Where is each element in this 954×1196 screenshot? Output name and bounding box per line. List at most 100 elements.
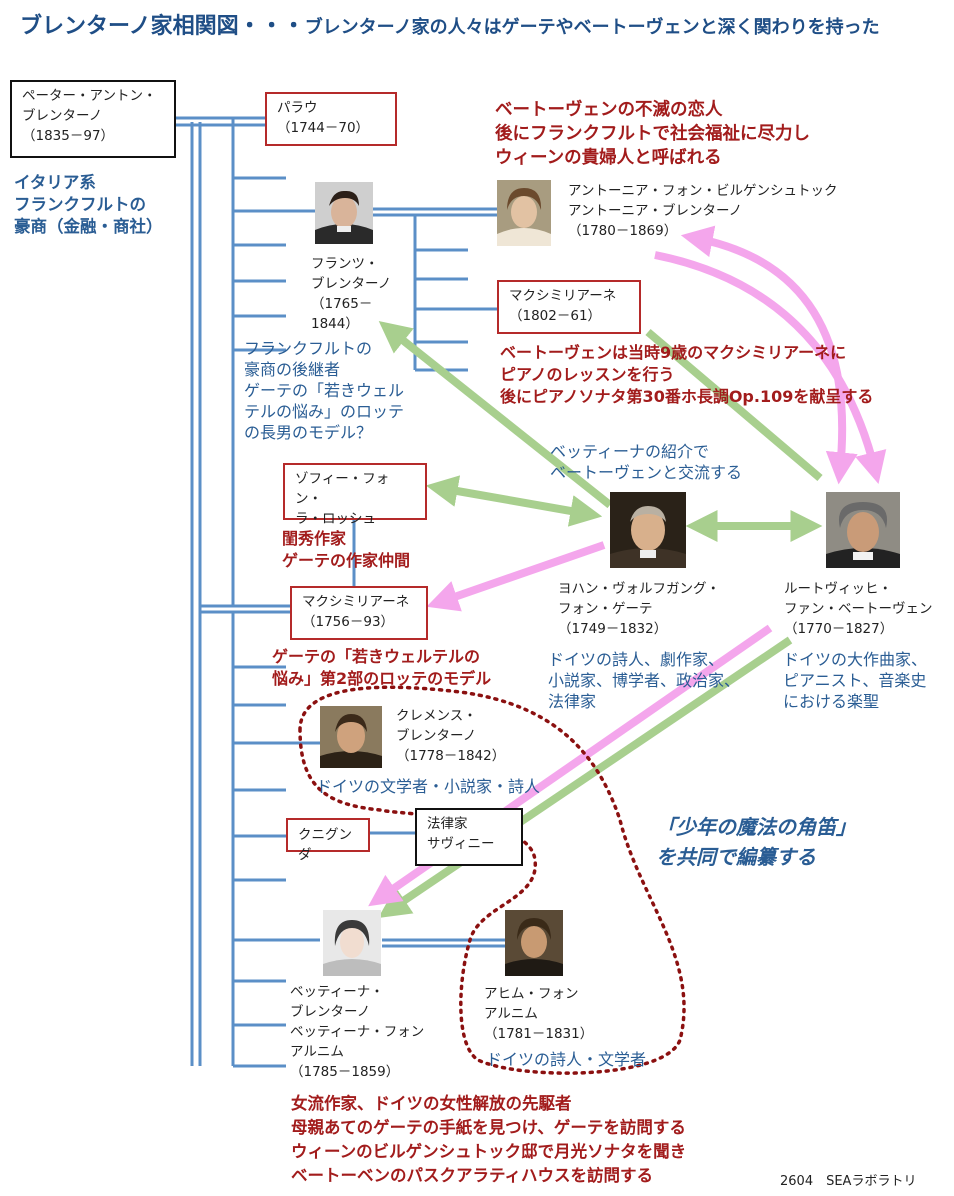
note-wunderhorn: 「少年の魔法の角笛」 を共同で編纂する xyxy=(656,812,856,872)
pink-arrows xyxy=(368,225,887,907)
bettina-line-4: アルニム xyxy=(290,1044,344,1060)
note-bettina-intro: ベッティーナの紹介で ベートーヴェンと交流する xyxy=(550,441,742,483)
bettina-note-line-2: 母親あてのゲーテの手紙を見つけ、ゲーテを訪問する xyxy=(291,1118,686,1137)
franz-line-1: フランツ・ xyxy=(311,256,379,272)
savigny-line-1: 法律家 xyxy=(427,816,468,832)
antonia-note-line-3: ウィーンの貴婦人と呼ばれる xyxy=(495,148,722,168)
maxi-young-line-1: マクシミリアーネ xyxy=(509,288,617,304)
portrait-achim xyxy=(505,910,563,976)
label-bettina: ベッティーナ・ ブレンターノ ベッティーナ・フォン アルニム （1785－185… xyxy=(290,982,424,1082)
antonia-line-3: （1780－1869） xyxy=(568,223,678,239)
achim-line-3: （1781－1831） xyxy=(484,1026,594,1042)
beethoven-line-1: ルートヴィッヒ・ xyxy=(784,581,892,597)
wunderhorn-line-2: を共同で編纂する xyxy=(656,845,816,869)
franz-note-line-2: 豪商の後継者 xyxy=(244,360,341,379)
clemens-line-3: （1778－1842） xyxy=(396,748,506,764)
clemens-line-1: クレメンス・ xyxy=(396,708,477,724)
note-beethoven: ドイツの大作曲家、 ピアニスト、音楽史 における楽聖 xyxy=(783,649,927,712)
paula-line-1: パラウ xyxy=(277,100,318,116)
italian-line-3: 豪商（金融・商社） xyxy=(14,217,163,236)
person-box-savigny: 法律家 サヴィニー xyxy=(415,808,523,866)
peter-line-3: （1835－97） xyxy=(22,128,115,144)
person-box-kunigunde: クニグンダ xyxy=(286,818,370,863)
portrait-antonia xyxy=(497,180,551,246)
note-bettina: 女流作家、ドイツの女性解放の先駆者 母親あてのゲーテの手紙を見つけ、ゲーテを訪問… xyxy=(291,1092,686,1188)
goethe-note-line-3: 法律家 xyxy=(548,692,597,711)
sophie-line-2: ラ・ロッシュ xyxy=(295,511,376,527)
bettina-line-1: ベッティーナ・ xyxy=(290,984,384,1000)
label-beethoven: ルートヴィッヒ・ ファン・ベートーヴェン （1770－1827） xyxy=(784,579,933,639)
label-antonia: アントーニア・フォン・ビルゲンシュトック アントーニア・ブレンターノ （1780… xyxy=(568,181,837,241)
maxi-young-note-line-2: ピアノのレッスンを行う xyxy=(500,365,675,384)
bettina-intro-line-1: ベッティーナの紹介で xyxy=(550,442,710,461)
franz-note-line-1: フランクフルトの xyxy=(244,339,373,358)
beethoven-note-line-3: における楽聖 xyxy=(783,692,880,711)
note-sophie: 閨秀作家 ゲーテの作家仲間 xyxy=(282,528,410,572)
achim-line-2: アルニム xyxy=(484,1006,538,1022)
goethe-line-3: （1749－1832） xyxy=(558,621,668,637)
maxi-young-line-2: （1802－61） xyxy=(509,308,602,324)
maxi-young-note-line-1: ベートーヴェンは当時9歳のマクシミリアーネに xyxy=(500,343,847,362)
antonia-line-1: アントーニア・フォン・ビルゲンシュトック xyxy=(568,183,838,199)
maxi-line-1: マクシミリアーネ xyxy=(302,594,410,610)
page-title: ブレンターノ家相関図・・・ブレンターノ家の人々はゲーテやベートーヴェンと深く関わ… xyxy=(20,8,880,40)
bettina-note-line-4: ベートーベンのパスクアラティハウスを訪問する xyxy=(291,1166,654,1185)
note-goethe: ドイツの詩人、劇作家、 小説家、博学者、政治家、 法律家 xyxy=(548,649,740,712)
portrait-beethoven xyxy=(826,492,900,568)
franz-line-3: （1765－ xyxy=(311,296,373,312)
label-achim: アヒム・フォン アルニム （1781－1831） xyxy=(484,984,593,1044)
person-box-sophie: ゾフィー・フォン・ ラ・ロッシュ xyxy=(283,463,427,527)
bettina-line-3: ベッティーナ・フォン xyxy=(290,1024,425,1040)
bettina-intro-line-2: ベートーヴェンと交流する xyxy=(550,463,743,482)
label-goethe: ヨハン・ヴォルフガング・ フォン・ゲーテ （1749－1832） xyxy=(558,579,720,639)
bettina-note-line-1: 女流作家、ドイツの女性解放の先駆者 xyxy=(291,1094,572,1113)
person-box-maximiliane: マクシミリアーネ （1756－93） xyxy=(290,586,428,640)
note-antonia: ベートーヴェンの不滅の恋人 後にフランクフルトで社会福祉に尽力し ウィーンの貴婦… xyxy=(495,98,810,170)
person-box-maximiliane-young: マクシミリアーネ （1802－61） xyxy=(497,280,641,334)
franz-line-4: 1844） xyxy=(311,316,359,332)
italian-line-1: イタリア系 xyxy=(14,173,96,192)
beethoven-note-line-2: ピアニスト、音楽史 xyxy=(783,671,927,690)
title-main: ブレンターノ家相関図・・・ xyxy=(20,14,305,39)
goethe-line-2: フォン・ゲーテ xyxy=(558,601,653,617)
sophie-line-1: ゾフィー・フォン・ xyxy=(295,471,390,507)
bettina-line-5: （1785－1859） xyxy=(290,1064,400,1080)
goethe-note-line-2: 小説家、博学者、政治家、 xyxy=(548,671,741,690)
beethoven-note-line-1: ドイツの大作曲家、 xyxy=(783,650,928,669)
bettina-note-line-3: ウィーンのビルゲンシュトック邸で月光ソナタを聞き xyxy=(291,1142,687,1161)
wunderhorn-line-1: 「少年の魔法の角笛」 xyxy=(656,815,856,839)
achim-line-1: アヒム・フォン xyxy=(484,986,579,1002)
sophie-note-line-2: ゲーテの作家仲間 xyxy=(282,551,411,570)
antonia-note-line-1: ベートーヴェンの不滅の恋人 xyxy=(495,100,723,120)
antonia-note-line-2: 後にフランクフルトで社会福祉に尽力し xyxy=(495,124,810,144)
note-maximiliane: ゲーテの「若きウェルテルの 悩み」第2部のロッテのモデル xyxy=(272,646,491,690)
credit: 2604 SEAラボラトリ xyxy=(780,1174,917,1189)
portrait-bettina xyxy=(323,910,381,976)
beethoven-line-3: （1770－1827） xyxy=(784,621,894,637)
note-franz: フランクフルトの 豪商の後継者 ゲーテの「若きウェル テルの悩み」のロッテ の長… xyxy=(244,338,404,443)
family-tree-lines xyxy=(176,116,505,1068)
note-achim: ドイツの詩人・文学者 xyxy=(486,1050,647,1069)
maxi-young-note-line-3: 後にピアノソナタ第30番ホ長調Op.109を献呈する xyxy=(500,387,874,406)
label-franz: フランツ・ ブレンターノ （1765－ 1844） xyxy=(311,254,391,334)
maxi-note-line-1: ゲーテの「若きウェルテルの xyxy=(272,647,481,666)
franz-note-line-4: テルの悩み」のロッテ xyxy=(244,402,405,421)
antonia-line-2: アントーニア・ブレンターノ xyxy=(568,203,743,219)
portrait-goethe xyxy=(610,492,686,568)
goethe-note-line-1: ドイツの詩人、劇作家、 xyxy=(548,650,725,669)
label-clemens: クレメンス・ ブレンターノ （1778－1842） xyxy=(396,706,505,766)
title-sub: ブレンターノ家の人々はゲーテやベートーヴェンと深く関わりを持った xyxy=(304,17,880,38)
peter-line-2: ブレンターノ xyxy=(22,108,103,124)
note-clemens: ドイツの文学者・小説家・詩人 xyxy=(316,777,541,796)
person-box-peter: ペーター・アントン・ ブレンターノ （1835－97） xyxy=(10,80,176,158)
portrait-clemens xyxy=(320,706,382,768)
beethoven-line-2: ファン・ベートーヴェン xyxy=(784,601,933,617)
kunigunde-line-1: クニグンダ xyxy=(298,827,352,863)
note-maximiliane-young: ベートーヴェンは当時9歳のマクシミリアーネに ピアノのレッスンを行う 後にピアノ… xyxy=(500,342,873,408)
franz-note-line-5: の長男のモデル？ xyxy=(244,423,373,442)
maxi-line-2: （1756－93） xyxy=(302,614,395,630)
peter-line-1: ペーター・アントン・ xyxy=(22,88,157,104)
paula-line-2: （1744－70） xyxy=(277,120,370,136)
italian-line-2: フランクフルトの xyxy=(14,195,146,214)
person-box-paula: パラウ （1744－70） xyxy=(265,92,397,146)
